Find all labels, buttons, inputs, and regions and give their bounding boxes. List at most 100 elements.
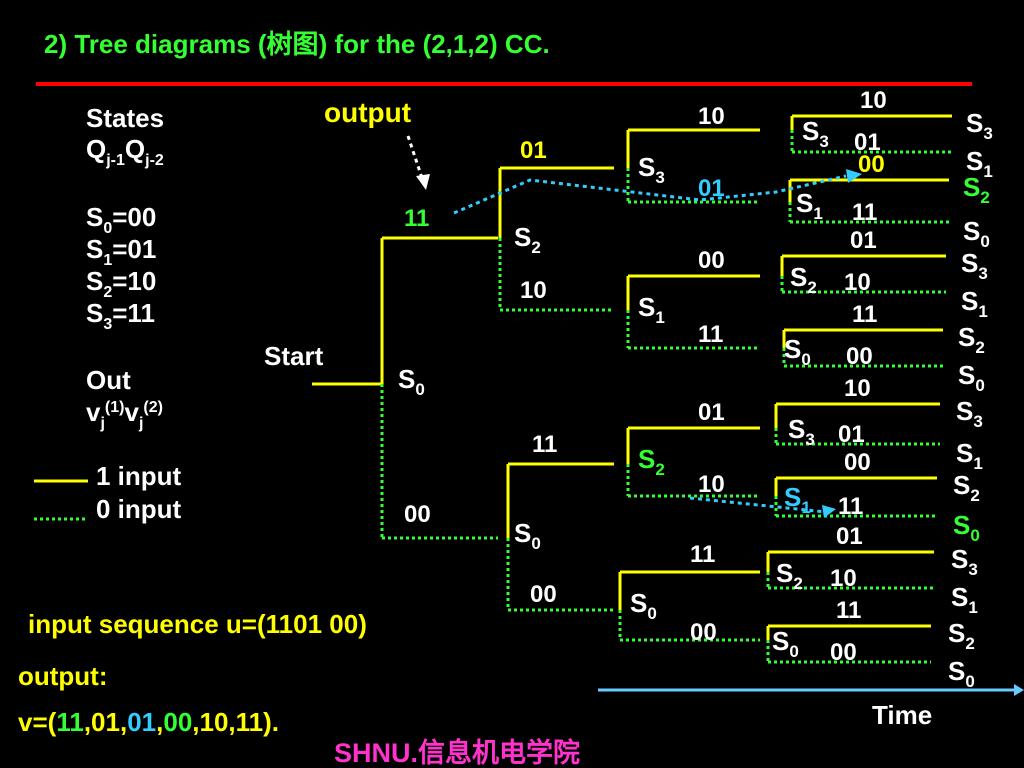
leaf-state: S1 (961, 286, 988, 321)
node-l4: S1 (796, 188, 823, 223)
leaf-state: S0 (948, 656, 975, 691)
output-caption: output: (18, 661, 108, 691)
output-l4-down: 10 (844, 269, 871, 296)
v-part: 01 (91, 707, 120, 737)
footer-latin: SHNU. (334, 738, 418, 768)
title-close: ) (319, 29, 328, 59)
states-q-label: Qj-1Qj-2 (86, 134, 164, 169)
out-v-label: vj(1)vj(2) (86, 397, 163, 432)
state-def-3: S3=11 (86, 298, 155, 333)
highlight-arrows (453, 174, 847, 514)
v-part: ,10,11). (192, 707, 279, 737)
v-part: , (156, 707, 163, 737)
leaf-state: S3 (961, 248, 988, 283)
node-l4: S2 (776, 558, 803, 593)
output-l3-up: 10 (698, 103, 725, 130)
output-l4-down: 00 (846, 343, 873, 370)
output-sequence: v=(11,01,01,00,10,11). (18, 707, 279, 737)
state-def-1: S1=01 (86, 234, 156, 269)
v-part: 01 (127, 707, 156, 737)
time-label: Time (872, 700, 932, 730)
output-l4-down: 00 (830, 639, 857, 666)
output-l4-up: 10 (860, 87, 887, 114)
leaf-state: S1 (951, 582, 978, 617)
output-l4-down: 11 (852, 199, 877, 226)
leaf-state: S1 (956, 438, 983, 473)
output-l4-down: 10 (830, 565, 857, 592)
highlight-head-top (846, 169, 862, 183)
tree-layer: S01100S20110S01100S31001S10011S20110S011… (312, 87, 993, 691)
state-def-0: S0=00 (86, 202, 156, 237)
output-l3-up: 00 (698, 247, 725, 274)
output-l1-up: 11 (404, 205, 429, 232)
start-label: Start (264, 341, 324, 371)
output-arrow-line (406, 135, 424, 179)
output-l4-up: 11 (852, 301, 877, 328)
footer-cjk: 信息机电学院 (418, 737, 580, 768)
leaf-state: S0 (963, 216, 990, 251)
output-l3-up: 11 (690, 541, 715, 568)
out-heading: Out (86, 365, 131, 395)
output-l3-down: 00 (690, 619, 717, 646)
output-l3-down: 11 (698, 321, 723, 348)
v-part: 00 (163, 707, 192, 737)
output-l2-down: 00 (530, 581, 557, 608)
output-l4-down: 01 (838, 421, 865, 448)
v-part: 11 (56, 707, 84, 737)
output-label: output (324, 97, 411, 128)
leaf-state: S1 (966, 146, 993, 181)
leaf-state: S3 (966, 108, 993, 143)
leaf-state: S2 (953, 470, 980, 505)
highlight-path-bottom (689, 496, 827, 514)
output-l3-up: 01 (698, 399, 725, 426)
leaf-state: S3 (956, 396, 983, 431)
highlight-path-top (453, 174, 847, 215)
output-arrow-head (416, 174, 430, 190)
v-part: , (84, 707, 91, 737)
v-prefix: v=( (18, 707, 57, 737)
output-l4-up: 10 (844, 375, 871, 402)
leaf-state: S3 (951, 544, 978, 579)
time-axis-head (1014, 684, 1024, 696)
state-def-2: S2=10 (86, 266, 156, 301)
node-l3: S1 (638, 292, 665, 327)
output-l4-up: 01 (850, 227, 877, 254)
node-l4: S1 (784, 482, 811, 517)
states-legend: States Qj-1Qj-2 S0=00 S1=01 S2=10 S3=11 … (86, 103, 164, 432)
title-suffix: for the (2,1,2) CC. (327, 29, 549, 59)
node-l4: S2 (790, 262, 817, 297)
output-l2-down: 10 (520, 277, 547, 304)
states-heading: States (86, 103, 164, 133)
node-l3: S2 (638, 444, 665, 479)
input-sequence: input sequence u=(1101 00) (28, 609, 367, 639)
leaf-state: S2 (948, 618, 975, 653)
footer-credit: SHNU.信息机电学院 (334, 737, 580, 768)
node-l4: S3 (788, 414, 815, 449)
title-prefix: 2) Tree diagrams ( (44, 29, 267, 59)
leaf-state: S0 (953, 510, 980, 545)
slide-title: 2) Tree diagrams (树图) for the (2,1,2) CC… (44, 29, 550, 60)
node-l1: S0 (398, 364, 425, 399)
legend-one-input: 1 input (96, 461, 182, 491)
node-l3: S3 (638, 152, 665, 187)
leaf-state: S2 (963, 172, 990, 207)
output-l4-down: 01 (854, 129, 881, 156)
node-l3: S0 (630, 588, 657, 623)
output-l3-down: 10 (698, 471, 725, 498)
node-l4: S0 (784, 334, 811, 369)
output-l4-up: 01 (836, 523, 863, 550)
output-l2-up: 01 (520, 137, 547, 164)
output-l4-up: 00 (844, 449, 871, 476)
legend-zero-input: 0 input (96, 494, 182, 524)
node-l4: S3 (802, 116, 829, 151)
output-l4-up: 11 (836, 597, 861, 624)
output-l2-up: 11 (532, 431, 557, 458)
node-l4: S0 (772, 626, 799, 661)
node-l2: S2 (514, 222, 541, 257)
leaf-state: S2 (958, 322, 985, 357)
highlight-head-bottom (822, 505, 836, 518)
output-l4-up: 00 (858, 151, 885, 178)
output-l1-down: 00 (404, 501, 431, 528)
